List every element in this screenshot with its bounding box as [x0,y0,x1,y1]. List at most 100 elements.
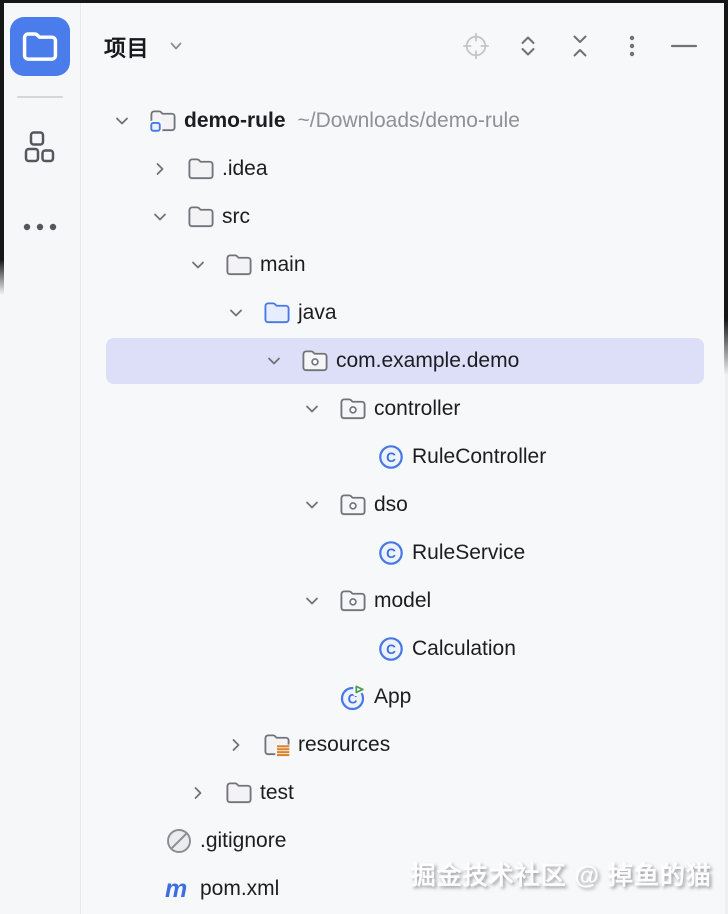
folder-resources-icon-slot [264,732,291,758]
class-icon-slot: C [378,540,404,566]
class-icon-slot: C [378,444,404,470]
tree-row-test[interactable]: test [81,769,728,817]
project-root-folder-icon [148,110,176,134]
chevron-right-icon[interactable] [226,735,246,755]
chevron-right-icon[interactable] [150,159,170,179]
tree-row-main[interactable]: main [81,241,728,289]
tree-row-idea[interactable]: .idea [81,145,728,193]
tree-row-app[interactable]: C App [81,673,728,721]
tree-row-src[interactable]: src [81,193,728,241]
tree-row-label: RuleController [412,445,547,468]
chevron-down-icon[interactable] [188,255,208,275]
tree-row-label: src [222,205,250,228]
chevron-down-icon [170,42,182,50]
chevron-right-icon[interactable] [188,783,208,803]
chevron-down-icon [230,309,242,317]
more-tool-windows-button[interactable] [20,218,60,236]
chevron-down-icon [192,261,204,269]
minimize-button[interactable] [670,32,698,60]
tree-row-label: com.example.demo [336,349,520,372]
locate-icon [462,32,490,60]
chevron-down-icon [306,501,318,509]
tree-row-rulecontroller[interactable]: C RuleController [81,433,728,481]
chevron-down-icon[interactable] [112,111,132,131]
tree-row-label: java [298,301,337,324]
folder-icon [226,254,252,276]
class-icon: C [379,637,403,661]
package-icon-slot [340,396,366,422]
activity-bar [0,0,81,914]
chevron-down-icon[interactable] [150,207,170,227]
tree-row-label: main [260,253,306,276]
screenshot-edge-left [0,0,4,295]
tree-row-label: App [374,685,412,708]
project-tree: demo-rule~/Downloads/demo-rule .idea src… [81,0,728,914]
folder-sources-icon-slot [264,300,290,326]
collapse-all-button[interactable] [566,32,594,60]
tree-row-model[interactable]: model [81,577,728,625]
tree-row-gitignore[interactable]: .gitignore [81,817,728,865]
chevron-down-icon[interactable] [264,351,284,371]
tree-row-java[interactable]: java [81,289,728,337]
folder-icon-slot [226,252,252,278]
ellipsis-icon [23,223,57,231]
package-icon-slot [302,348,328,374]
svg-text:C: C [386,642,396,657]
tree-row-label: model [374,589,432,612]
tree-row-calculation[interactable]: C Calculation [81,625,728,673]
indent [81,313,226,314]
tool-window-structure-button[interactable] [20,129,60,165]
tree-row-label: demo-rule [184,109,286,132]
package-icon-slot [340,588,366,614]
indent [81,361,264,362]
tree-row-label: controller [374,397,461,420]
svg-text:C: C [386,450,396,465]
indent [81,265,188,266]
tree-row-com-example-demo[interactable]: com.example.demo [81,337,728,385]
tree-row-label: Calculation [412,637,516,660]
panel-title-chevron [167,37,185,60]
chevron-down-icon [268,357,280,365]
class-run-icon-slot: C [340,682,366,710]
package-icon [302,350,328,372]
indent [81,601,302,602]
expand-all-button[interactable] [514,32,542,60]
chevron-down-icon [306,597,318,605]
chevron-down-icon[interactable] [226,303,246,323]
sources-folder-icon [264,302,290,324]
package-icon [340,494,366,516]
tool-window-project-button[interactable] [10,17,70,76]
chevron-right-icon [232,739,240,751]
folder-icon [22,32,58,61]
chevron-down-icon[interactable] [302,495,322,515]
tree-row-pom-xml[interactable]: m pom.xml [81,865,728,913]
indent [81,793,188,794]
resources-folder-icon [264,734,291,758]
ignored-file-icon [167,829,191,853]
tree-row-label: .idea [222,157,268,180]
tree-row-label: resources [298,733,391,756]
more-options-button[interactable] [618,32,646,60]
panel-title[interactable]: 项目 [104,36,150,61]
folder-icon-slot [226,780,252,806]
class-icon-slot: C [378,636,404,662]
folder-icon-slot [188,156,214,182]
tree-row-resources[interactable]: resources [81,721,728,769]
chevron-down-icon[interactable] [302,591,322,611]
class-icon: C [379,445,403,469]
rail-divider [17,96,63,98]
screenshot-edge-top [0,0,728,3]
chevron-down-icon[interactable] [302,399,322,419]
tree-row-controller[interactable]: controller [81,385,728,433]
structure-icon [24,131,55,163]
indent [81,457,378,458]
tree-row-label: pom.xml [200,877,280,900]
svg-text:m: m [165,875,187,903]
tree-row-demo-rule[interactable]: demo-rule~/Downloads/demo-rule [81,97,728,145]
tree-row-dso[interactable]: dso [81,481,728,529]
folder-icon [188,206,214,228]
locate-button[interactable] [462,32,490,60]
maven-icon: m [165,875,187,903]
folder-icon [226,782,252,804]
